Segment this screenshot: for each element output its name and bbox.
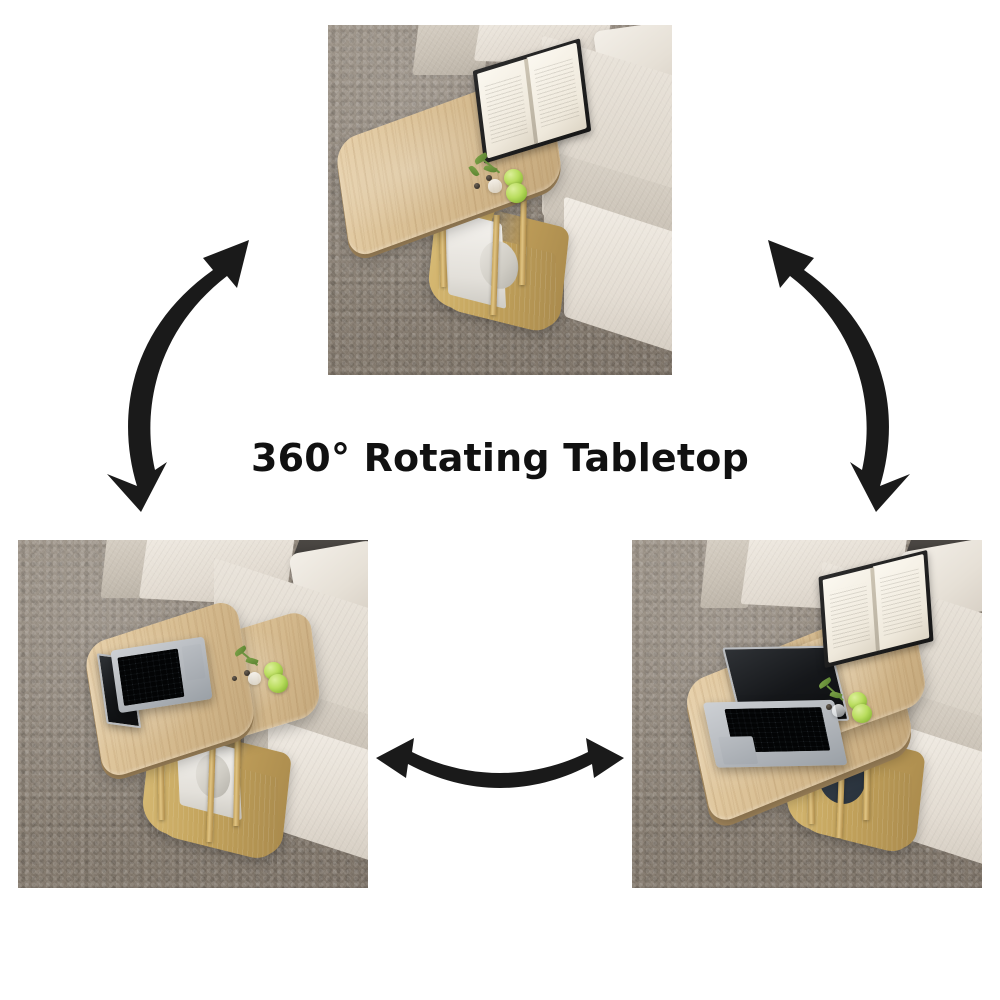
- living-room-scene-bottom-right: [632, 540, 982, 888]
- apple-front: [268, 674, 288, 693]
- rotation-arrow-center: [376, 738, 624, 788]
- berry-b: [232, 676, 237, 681]
- living-room-scene-bottom-left: [18, 540, 368, 888]
- glass-ornament: [488, 179, 502, 193]
- bottom-left-product-photo[interactable]: [18, 540, 368, 888]
- book-left-page: [822, 567, 877, 664]
- living-room-scene-top: [328, 25, 672, 375]
- book-right-page: [873, 553, 930, 651]
- page-title: 360° Rotating Tabletop: [251, 436, 749, 480]
- berry-b: [474, 183, 480, 189]
- berry-a: [486, 175, 492, 181]
- apple-front: [506, 183, 527, 203]
- glass-ornament: [832, 704, 845, 717]
- laptop-keyboard: [117, 648, 185, 707]
- rotation-arrow-left: [107, 240, 249, 512]
- glass-ornament: [248, 672, 261, 685]
- berry-a: [826, 704, 832, 710]
- apple-back: [504, 169, 523, 187]
- rotation-arrow-right: [768, 240, 910, 512]
- apple-front: [852, 704, 872, 723]
- laptop-trackpad: [718, 736, 759, 765]
- top-product-photo[interactable]: [328, 25, 672, 375]
- berry-a: [244, 670, 250, 676]
- bottom-right-product-photo[interactable]: [632, 540, 982, 888]
